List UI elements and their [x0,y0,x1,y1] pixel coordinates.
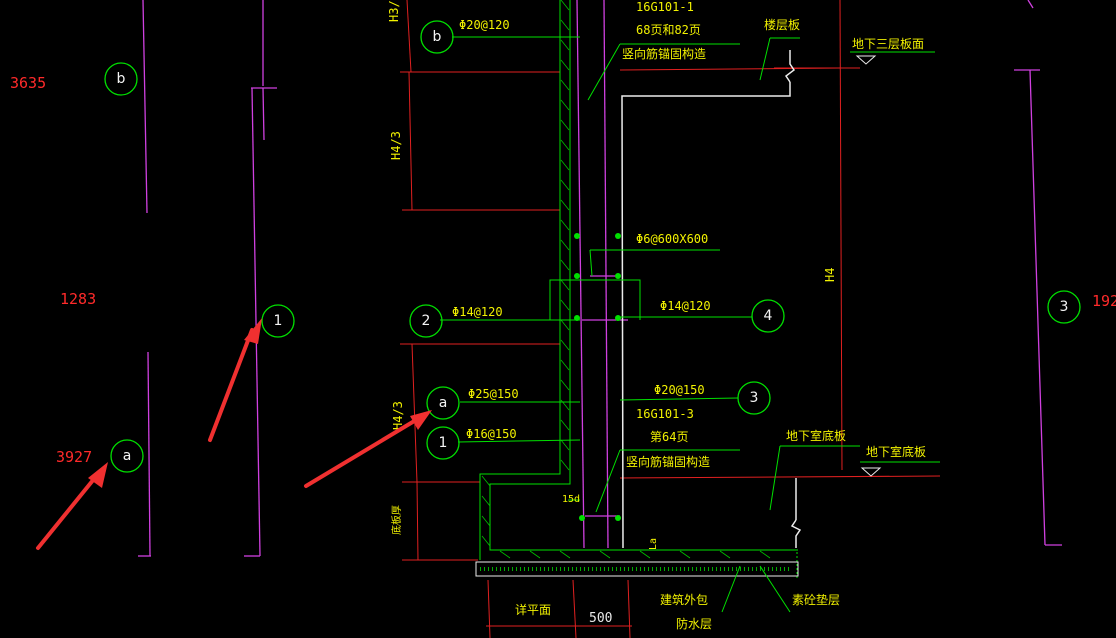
rebar-label-4: Φ14@120 [660,299,711,313]
height-label-h4-lower: H4/3 [391,401,405,430]
note-anchor-bottom: 竖向筋锚固构造 [626,454,710,469]
rebar-label-3: Φ20@150 [654,383,705,397]
grid-bubble-a-left-label: a [123,448,132,464]
level-mark-bfloor [860,467,882,477]
detail-bubble-3-label: 3 [750,390,759,406]
detail-bubble-3 [737,381,771,415]
note-std-top: 16G101-1 [636,0,694,14]
leader-lines [440,36,940,613]
axis-line-right-1 [1027,0,1034,9]
note-b3-floor: 地下三层板面 [852,37,924,51]
detail-bubble-b-label: b [433,29,442,45]
rebar-label-tie: Φ6@600X600 [636,232,708,246]
height-label-h4-upper: H4/3 [389,131,403,160]
rebar-label-a: Φ25@150 [468,387,519,401]
left-grid-panel: 3635 1283 3927 b 1 a [10,0,295,557]
dim-label-1283: 1283 [60,290,96,308]
detail-bubble-2 [409,304,443,338]
detail-bubble-b [420,20,454,54]
dim-label-1924: 1924 [1092,292,1116,310]
slab-outline [621,50,796,549]
concrete-wall [475,0,799,578]
height-dimension-lines [400,0,941,638]
right-grid-panel: 3 1924 [1014,0,1116,546]
dim-label-3927: 3927 [56,448,92,466]
detail-bubble-a [426,386,460,420]
axis-line-left-2 [147,351,151,557]
arrow-to-bubble-a-detail [304,418,418,488]
detail-bubble-4 [751,299,785,333]
rebar-label-1: Φ16@150 [466,427,517,441]
axis-line-right-3 [1029,69,1046,546]
grid-bubble-b-left-label: b [117,71,126,87]
grid-bubble-b-left [104,62,138,96]
dim-label-3635: 3635 [10,74,46,92]
note-la: La [648,538,659,550]
detail-bubble-1 [426,426,460,460]
note-cushion: 素砼垫层 [792,592,840,607]
level-mark-b3 [855,55,877,65]
wall-rebars [576,0,628,549]
detail-bubble-2-label: 2 [422,313,431,329]
note-anchor-top: 竖向筋锚固构造 [622,46,706,61]
detail-bubble-1-label: 1 [439,435,448,451]
note-width-500: 500 [589,611,612,626]
detail-bubble-4-label: 4 [764,308,773,324]
note-page-bottom: 第64页 [650,430,688,444]
note-b-slab: 地下室底板 [786,428,846,443]
axis-line-left-1 [142,0,148,214]
arrow-to-bubble-a-left [36,472,100,550]
rebar-label-2: Φ14@120 [452,305,503,319]
grid-bubble-1-left [261,304,295,338]
grid-bubble-a-left [110,439,144,473]
annotation-arrows [36,318,432,550]
height-label-h4: H4 [823,268,837,282]
grid-bubble-3-right [1047,290,1081,324]
note-page-top: 68页和82页 [636,23,701,37]
wall-section-detail: H3/ H4/3 H4/3 底板厚 H4 [387,0,941,638]
height-label-h3: H3/ [387,0,401,22]
note-waterproof-2: 防水层 [676,616,712,631]
height-label-slab: 底板厚 [390,505,403,535]
note-b-floor: 地下室底板 [866,444,926,459]
note-15d: 15d [562,494,580,505]
note-see-plan: 详平面 [515,602,551,617]
grid-bubble-3-right-label: 3 [1060,299,1069,315]
rebar-dots [574,233,621,521]
axis-line-left-7 [251,87,261,557]
rebar-label-b: Φ20@120 [459,18,510,32]
axis-line-left-6 [262,87,265,141]
detail-bubble-a-label: a [439,395,448,411]
note-std-bottom: 16G101-3 [636,407,694,421]
arrow-to-bubble-1 [208,328,254,442]
note-floor-slab: 楼层板 [764,17,800,32]
note-waterproof-1: 建筑外包 [660,592,708,607]
grid-bubble-1-left-label: 1 [274,313,283,329]
